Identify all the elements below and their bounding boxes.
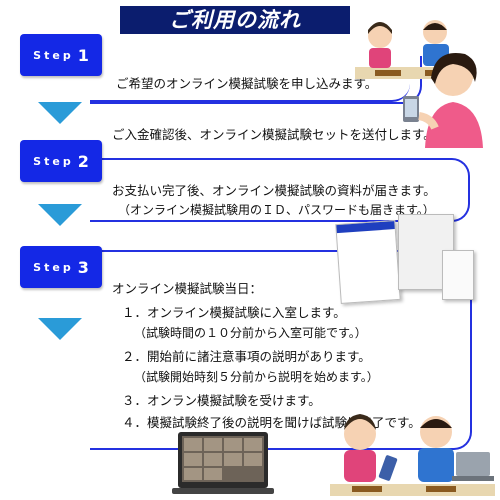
step3-item-1-note: （試験時間の１０分前から入室可能です。） — [134, 326, 367, 340]
step2-text-line2: （オンライン模擬試験用のＩＤ、パスワードも届きます。） — [118, 203, 435, 217]
step3-item-1: １．オンライン模擬試験に入室します。 — [122, 305, 346, 320]
between-steps-text: ご入金確認後、オンライン模擬試験セットを送付します。 — [112, 127, 436, 142]
down-arrow-icon — [38, 318, 82, 340]
step2-box — [90, 158, 470, 222]
test-materials-document — [335, 220, 401, 304]
page-title: ご利用の流れ — [120, 6, 350, 34]
step3-badge-number: 3 — [77, 257, 89, 277]
step3-badge-word: Step — [33, 260, 74, 274]
step1-badge-number: 1 — [77, 45, 89, 65]
woman-with-phone-illustration — [403, 53, 483, 148]
step2-badge: Step 2 — [20, 140, 102, 182]
down-arrow-icon — [38, 204, 82, 226]
step3-box — [90, 250, 472, 450]
step3-badge: Step 3 — [20, 246, 102, 288]
step3-item-2: ２．開始前に諸注意事項の説明があります。 — [122, 349, 371, 364]
step2-badge-word: Step — [33, 154, 74, 168]
step1-text: ご希望のオンライン模擬試験を申し込みます。 — [116, 76, 378, 91]
id-password-document — [442, 250, 474, 300]
step1-badge: Step 1 — [20, 34, 102, 76]
step3-item-3: ３．オンラン模擬試験を受けます。 — [122, 393, 321, 408]
step3-item-2-note: （試験開始時刻５分前から説明を始めます。） — [134, 370, 379, 384]
step3-heading: オンライン模擬試験当日： — [112, 281, 263, 296]
down-arrow-icon — [38, 102, 82, 124]
step2-badge-number: 2 — [77, 151, 89, 171]
step1-box-outline — [90, 56, 422, 104]
step1-badge-word: Step — [33, 48, 74, 62]
online-meeting-laptop-illustration — [172, 432, 274, 494]
step2-text-line1: お支払い完了後、オンライン模擬試験の資料が届きます。 — [112, 183, 436, 198]
children-online-test-illustration — [330, 414, 495, 496]
